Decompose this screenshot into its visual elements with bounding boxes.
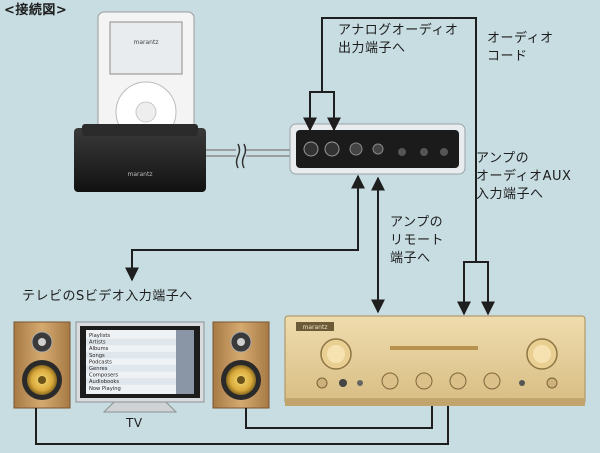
television: PlaylistsArtistsAlbumsSongsPodcastsGenre… [75, 321, 205, 413]
tv-menu-item: Podcasts [89, 359, 112, 365]
tv-menu-item: Now Playing [89, 386, 121, 392]
left-speaker [13, 321, 71, 409]
tv-menu-item: Albums [89, 346, 109, 352]
aux-in-arrows [457, 261, 495, 316]
speaker-wire-left [35, 406, 449, 445]
amp-aux-label: アンプの オーディオAUX 入力端子へ [476, 151, 572, 202]
tv-menu-item: Genres [89, 366, 108, 372]
ipod-player: marantz [97, 11, 195, 151]
player-brand: marantz [134, 39, 159, 46]
tv-menu-row-bg [86, 365, 176, 372]
tv-menu-item: Audiobooks [89, 379, 119, 385]
interface-box [289, 123, 466, 175]
tv-menu-row-bg [86, 338, 176, 346]
tv-menu-row-bg [86, 351, 176, 359]
svideo-arrow [125, 174, 365, 282]
dock-base: marantz [74, 124, 206, 192]
tv-menu-item: Composers [89, 373, 118, 379]
audio-cord-label: オーディオ コード [487, 31, 554, 64]
diagram-heading: <接続図> [4, 3, 68, 18]
tv-menu-item: Playlists [89, 333, 110, 339]
amp-brand: marantz [303, 324, 328, 331]
tv-menu: PlaylistsArtistsAlbumsSongsPodcastsGenre… [86, 333, 176, 392]
tv-menu-item: Artists [89, 340, 106, 346]
tv-label: TV [126, 416, 143, 430]
amp-logo [296, 322, 334, 331]
amp-remote-label: アンプの リモート 端子へ [390, 215, 445, 266]
dock-cable [206, 143, 290, 169]
connection-lines [35, 17, 495, 445]
amplifier: marantz [284, 315, 586, 406]
tv-menu-item: Songs [89, 353, 105, 359]
tv-menu-row-bg [86, 378, 176, 385]
right-speaker [212, 321, 270, 409]
speaker-wire-right [245, 406, 433, 429]
dock-brand: marantz [128, 171, 153, 178]
analog-out-label: アナログオーディオ 出力端子へ [338, 23, 459, 56]
tv-svideo-label: テレビのSビデオ入力端子へ [22, 289, 193, 304]
audio-cord-line [321, 17, 477, 262]
